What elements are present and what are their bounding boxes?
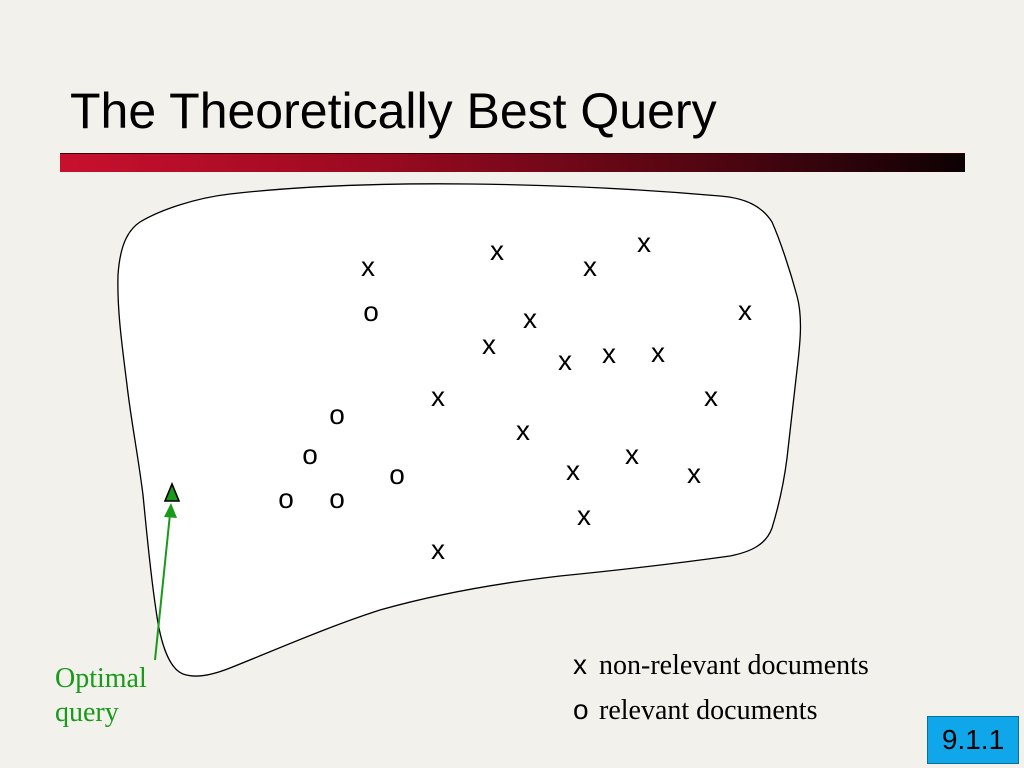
relevant-document-1: o (363, 296, 379, 327)
non-relevant-document-5: x (738, 295, 752, 326)
non-relevant-document-8: x (558, 345, 572, 376)
legend-item-non-relevant: x non-relevant documents (573, 643, 869, 688)
non-relevant-document-18: x (431, 534, 445, 565)
optimal-query-label: Optimal query (55, 662, 147, 730)
optimal-query-label-line1: Optimal (55, 663, 147, 694)
slide-title: The Theoretically Best Query (70, 83, 717, 139)
relevant-document-2: o (329, 399, 345, 430)
legend-label-relevant: relevant documents (599, 695, 818, 726)
legend: x non-relevant documents o relevant docume… (573, 643, 869, 733)
non-relevant-document-12: x (704, 381, 718, 412)
relevant-document-3: o (302, 439, 318, 470)
non-relevant-document-15: x (566, 455, 580, 486)
legend-item-relevant: o relevant documents (573, 688, 869, 733)
legend-symbol-o: o (573, 694, 589, 725)
non-relevant-document-4: x (637, 227, 651, 258)
optimal-query-label-line2: query (55, 697, 119, 728)
non-relevant-document-2: x (490, 235, 504, 266)
optimal-query-arrowhead (164, 503, 177, 518)
non-relevant-document-17: x (577, 500, 591, 531)
relevant-document-4: o (389, 459, 405, 490)
title-underline-bar (60, 153, 965, 172)
document-space-region (117, 183, 802, 677)
non-relevant-document-16: x (687, 458, 701, 489)
slide-number-badge: 9.1.1 (927, 716, 1019, 764)
non-relevant-document-11: x (431, 381, 445, 412)
relevant-document-5: o (278, 483, 294, 514)
non-relevant-document-7: x (482, 329, 496, 360)
non-relevant-document-10: x (651, 337, 665, 368)
optimal-query-arrow-line (154, 513, 171, 661)
non-relevant-document-6: x (523, 303, 537, 334)
non-relevant-document-13: x (516, 415, 530, 446)
legend-label-non-relevant: non-relevant documents (599, 650, 869, 681)
optimal-query-marker (163, 481, 181, 502)
non-relevant-document-9: x (602, 338, 616, 369)
non-relevant-document-3: x (583, 251, 597, 282)
non-relevant-document-1: x (361, 251, 375, 282)
legend-symbol-x: x (573, 649, 587, 680)
relevant-document-6: o (329, 483, 345, 514)
non-relevant-document-14: x (625, 439, 639, 470)
